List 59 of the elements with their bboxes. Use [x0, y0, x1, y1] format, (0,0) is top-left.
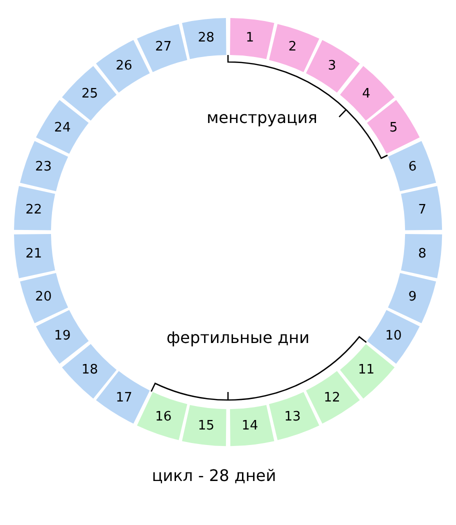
- day-number: 7: [418, 204, 426, 217]
- day-segment: [14, 234, 56, 278]
- day-segment: [388, 272, 436, 324]
- day-segment: [268, 24, 320, 72]
- day-number: 28: [198, 31, 214, 44]
- day-segment: [136, 24, 188, 72]
- day-number: 12: [324, 391, 340, 404]
- day-number: 23: [35, 160, 52, 174]
- caption: цикл - 28 дней: [152, 468, 276, 484]
- day-segment: [96, 371, 150, 424]
- day-number: 11: [358, 364, 374, 377]
- day-number: 8: [418, 247, 426, 260]
- day-segment: [388, 140, 436, 192]
- day-segment: [136, 392, 188, 440]
- day-number: 16: [155, 410, 172, 424]
- day-number: 18: [81, 364, 98, 377]
- day-segment: [367, 100, 420, 154]
- day-segment: [340, 344, 394, 398]
- day-number: 26: [116, 60, 132, 73]
- day-number: 17: [116, 391, 132, 404]
- day-number: 13: [284, 410, 301, 424]
- day-number: 1: [246, 31, 254, 44]
- day-segment: [182, 18, 226, 60]
- day-number: 27: [155, 40, 172, 54]
- day-segment: [230, 404, 274, 446]
- day-number: 14: [242, 420, 258, 433]
- day-number: 2: [288, 40, 297, 54]
- day-number: 9: [408, 290, 417, 304]
- day-segment: [36, 100, 89, 154]
- day-segment: [96, 40, 150, 93]
- day-number: 15: [198, 420, 214, 433]
- day-segment: [268, 392, 320, 440]
- day-segment: [14, 186, 56, 230]
- day-segment: [182, 404, 226, 446]
- range-label: менструация: [206, 110, 318, 126]
- day-segment: [340, 66, 394, 120]
- day-segment: [306, 371, 360, 424]
- day-segment: [62, 344, 116, 398]
- day-segment: [36, 310, 89, 364]
- day-segment: [230, 18, 274, 60]
- day-number: 4: [362, 87, 370, 100]
- day-segment: [400, 234, 442, 278]
- day-segment: [20, 272, 68, 324]
- day-number: 20: [35, 290, 52, 304]
- day-number: 24: [54, 121, 71, 134]
- day-segment: [367, 310, 420, 364]
- day-number: 5: [389, 121, 398, 134]
- day-segment: [20, 140, 68, 192]
- day-number: 25: [81, 87, 98, 100]
- day-number: 6: [408, 160, 417, 174]
- day-number: 3: [328, 60, 336, 73]
- day-segment: [306, 40, 360, 93]
- day-number: 21: [25, 247, 42, 260]
- range-label: фертильные дни: [166, 330, 310, 346]
- day-segment: [400, 186, 442, 230]
- day-segment: [62, 66, 116, 120]
- day-number: 10: [385, 329, 402, 342]
- day-number: 22: [25, 204, 42, 217]
- day-number: 19: [54, 329, 71, 342]
